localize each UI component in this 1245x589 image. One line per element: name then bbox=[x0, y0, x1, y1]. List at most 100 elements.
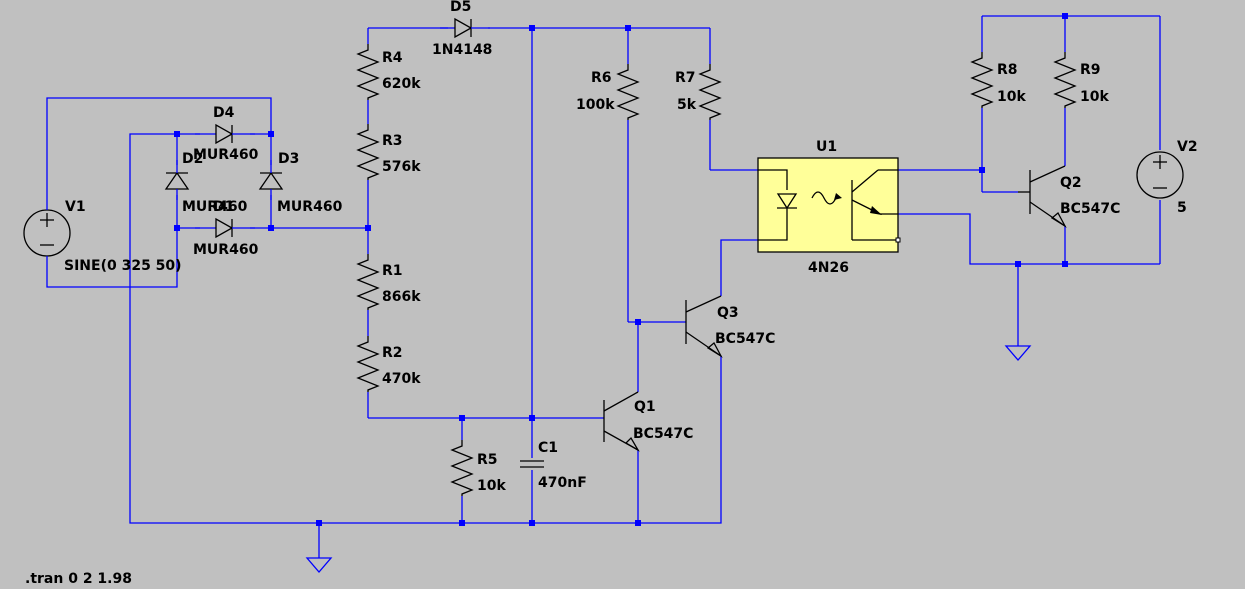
resistor-r2[interactable]: R2 470k bbox=[356, 336, 421, 392]
junction-dot bbox=[635, 520, 641, 526]
v1-label: V1 bbox=[65, 199, 86, 215]
light-coupling-icon bbox=[811, 191, 837, 205]
r7-value: 5k bbox=[677, 97, 697, 113]
wire bbox=[720, 239, 758, 296]
d1-label: D1 bbox=[213, 199, 234, 215]
r3-label: R3 bbox=[382, 133, 403, 149]
transistor-q1[interactable]: Q1 BC547C bbox=[603, 391, 693, 452]
ground-right bbox=[1004, 345, 1032, 361]
wire bbox=[898, 213, 1160, 265]
r6-label: R6 bbox=[591, 70, 612, 86]
junction-dot bbox=[459, 415, 465, 421]
d3-label: D3 bbox=[278, 151, 299, 167]
r1-label: R1 bbox=[382, 263, 403, 279]
r8-value: 10k bbox=[997, 89, 1026, 105]
ground-icon bbox=[1004, 345, 1032, 361]
junction-dot bbox=[979, 167, 985, 173]
transistor-q2[interactable]: Q2 BC547C bbox=[1018, 165, 1120, 228]
resistor-r9[interactable]: R9 10k bbox=[1053, 52, 1109, 108]
resistor-icon bbox=[450, 440, 474, 496]
v2-value: 5 bbox=[1177, 200, 1187, 216]
spice-directive[interactable]: .tran 0 2 1.98 bbox=[25, 571, 132, 587]
q1-label: Q1 bbox=[634, 399, 656, 415]
d4-label: D4 bbox=[213, 105, 235, 121]
diode-d4[interactable]: D4 MUR460 bbox=[193, 105, 259, 163]
r4-value: 620k bbox=[382, 76, 421, 92]
c1-value: 470nF bbox=[538, 475, 587, 491]
diode-d1[interactable]: D1 MUR460 bbox=[193, 199, 259, 258]
voltage-source-v1[interactable]: V1 SINE(0 325 50) bbox=[23, 199, 182, 274]
junction-dot bbox=[174, 131, 180, 137]
resistor-r7[interactable]: R7 5k bbox=[675, 64, 722, 120]
resistor-r6[interactable]: R6 100k bbox=[576, 64, 640, 120]
v2-label: V2 bbox=[1177, 139, 1198, 155]
r7-label: R7 bbox=[675, 70, 696, 86]
q1-model: BC547C bbox=[633, 426, 693, 442]
r2-value: 470k bbox=[382, 371, 421, 387]
resistor-r1[interactable]: R1 866k bbox=[356, 254, 421, 310]
resistor-r4[interactable]: R4 620k bbox=[356, 44, 421, 100]
resistor-r8[interactable]: R8 10k bbox=[970, 52, 1026, 108]
junction-dot bbox=[625, 25, 631, 31]
resistor-r3[interactable]: R3 576k bbox=[356, 124, 421, 180]
q3-model: BC547C bbox=[715, 331, 775, 347]
resistor-icon bbox=[356, 254, 380, 310]
junction-dot bbox=[365, 225, 371, 231]
r9-value: 10k bbox=[1080, 89, 1109, 105]
resistor-icon bbox=[1053, 52, 1077, 108]
voltage-source-v2[interactable]: V2 5 bbox=[1136, 139, 1198, 216]
transistor-q3[interactable]: Q3 BC547C bbox=[685, 295, 775, 358]
wire bbox=[46, 97, 272, 233]
optocoupler-body bbox=[757, 157, 899, 253]
r6-value: 100k bbox=[576, 97, 615, 113]
junction-dot bbox=[1062, 13, 1068, 19]
d4-model: MUR460 bbox=[193, 147, 259, 163]
diode-d5[interactable]: D5 1N4148 bbox=[432, 0, 492, 58]
resistor-icon bbox=[356, 124, 380, 180]
resistor-icon bbox=[698, 64, 722, 120]
wire bbox=[129, 133, 722, 524]
u1-model: 4N26 bbox=[808, 260, 849, 276]
diode-icon bbox=[215, 217, 234, 239]
q3-label: Q3 bbox=[717, 305, 739, 321]
ground-icon bbox=[305, 557, 333, 573]
junction-dot bbox=[529, 415, 535, 421]
d2-model: MUR460 bbox=[182, 199, 248, 215]
resistor-r5[interactable]: R5 10k bbox=[450, 440, 506, 496]
junction-dot bbox=[529, 520, 535, 526]
r1-value: 866k bbox=[382, 289, 421, 305]
r4-label: R4 bbox=[382, 50, 403, 66]
diode-icon bbox=[215, 123, 234, 145]
junction-dot bbox=[529, 25, 535, 31]
junction-dot bbox=[459, 520, 465, 526]
junction-dot bbox=[316, 520, 322, 526]
d5-model: 1N4148 bbox=[432, 42, 492, 58]
r8-label: R8 bbox=[997, 62, 1018, 78]
junction-dot bbox=[1015, 261, 1021, 267]
capacitor-c1[interactable]: C1 470nF bbox=[518, 440, 587, 491]
diode-d2[interactable]: D2 MUR460 bbox=[164, 151, 248, 215]
optocoupler-u1[interactable]: U1 4N26 bbox=[757, 139, 901, 276]
junction-dot bbox=[268, 225, 274, 231]
r5-value: 10k bbox=[477, 478, 506, 494]
junction-dot bbox=[268, 131, 274, 137]
d2-label: D2 bbox=[182, 151, 203, 167]
resistor-icon bbox=[356, 336, 380, 392]
r2-label: R2 bbox=[382, 345, 403, 361]
junction-dot bbox=[635, 319, 641, 325]
u1-label: U1 bbox=[816, 139, 837, 155]
r5-label: R5 bbox=[477, 452, 498, 468]
source-symbol-icon bbox=[1136, 151, 1184, 199]
diode-icon bbox=[454, 17, 473, 39]
junction-dot bbox=[1062, 261, 1068, 267]
resistor-icon bbox=[356, 44, 380, 100]
c1-label: C1 bbox=[538, 440, 558, 456]
r9-label: R9 bbox=[1080, 62, 1101, 78]
resistor-icon bbox=[616, 64, 640, 120]
diode-d3[interactable]: D3 MUR460 bbox=[258, 151, 343, 215]
v1-value: SINE(0 325 50) bbox=[64, 258, 182, 274]
d3-model: MUR460 bbox=[277, 199, 343, 215]
q2-model: BC547C bbox=[1060, 201, 1120, 217]
d5-label: D5 bbox=[450, 0, 471, 15]
